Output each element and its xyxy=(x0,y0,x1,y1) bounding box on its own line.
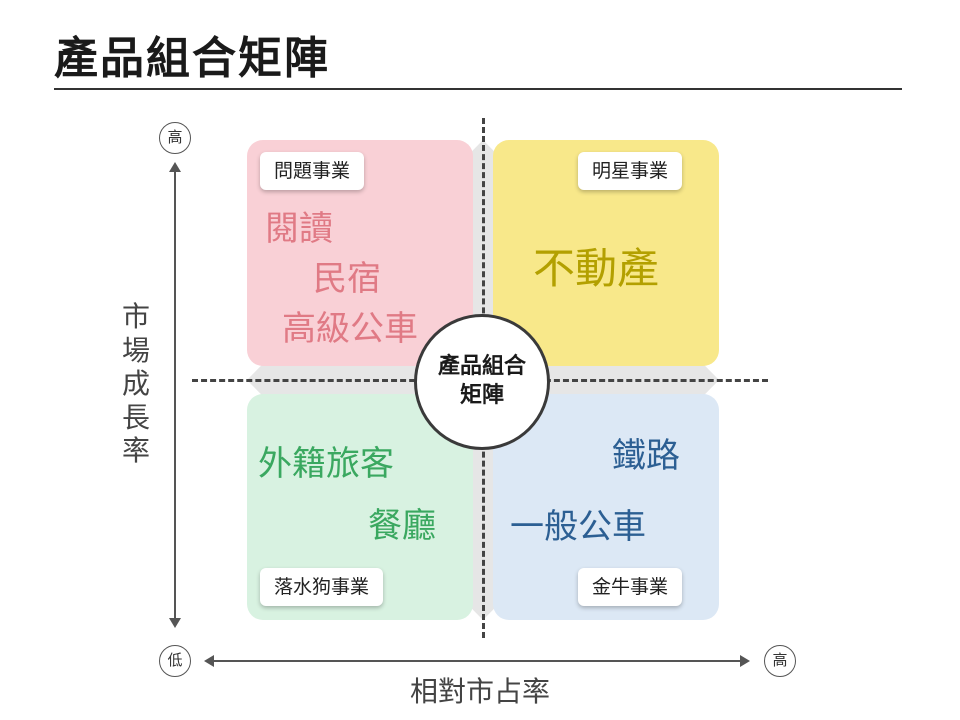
item-real-estate: 不動產 xyxy=(533,244,660,293)
item-regular-bus: 一般公車 xyxy=(510,507,646,547)
center-label: 產品組合 矩陣 xyxy=(414,314,550,450)
y-axis-label: 市場成長率 xyxy=(121,300,150,468)
item-railway: 鐵路 xyxy=(612,436,680,476)
item-bnb: 民宿 xyxy=(313,259,381,299)
tag-dog: 落水狗事業 xyxy=(260,568,384,606)
item-foreign-tourists: 外籍旅客 xyxy=(258,444,394,484)
origin-low-label: 低 xyxy=(159,645,191,677)
y-axis-line xyxy=(174,168,176,622)
tag-cow: 金牛事業 xyxy=(578,568,683,606)
x-axis-arrow-right xyxy=(740,655,750,667)
page-title: 產品組合矩陣 xyxy=(54,33,330,84)
y-axis-arrow-down xyxy=(169,618,181,628)
item-reading: 閱讀 xyxy=(265,209,333,249)
tag-question: 問題事業 xyxy=(260,152,365,190)
x-axis-line xyxy=(212,660,744,662)
center-label-line1: 產品組合 xyxy=(437,354,526,380)
item-luxury-bus: 高級公車 xyxy=(282,309,418,349)
title-divider xyxy=(54,88,902,90)
center-label-line2: 矩陣 xyxy=(459,383,504,408)
y-axis-arrow-up xyxy=(169,162,181,172)
x-axis-label: 相對市占率 xyxy=(409,675,550,708)
y-axis-high-label: 高 xyxy=(159,122,191,154)
item-restaurant: 餐廳 xyxy=(368,506,436,546)
x-axis-high-label: 高 xyxy=(764,645,796,677)
x-axis-arrow-left xyxy=(204,655,214,667)
tag-star: 明星事業 xyxy=(578,152,683,190)
